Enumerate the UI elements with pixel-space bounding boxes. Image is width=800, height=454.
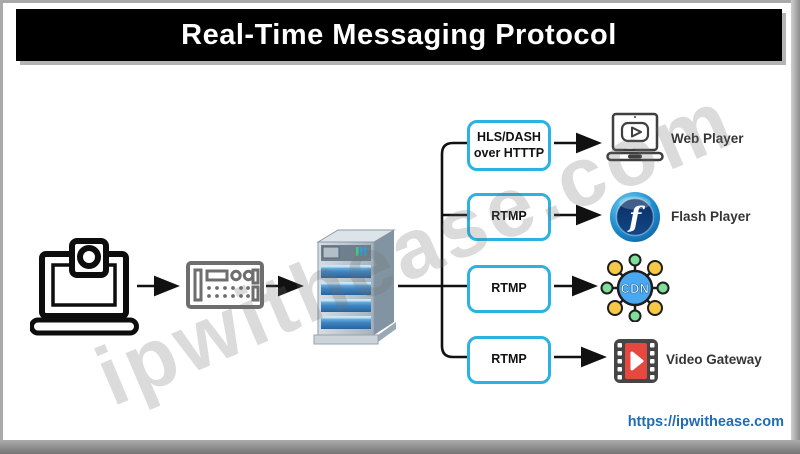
protocol-box-line1: RTMP [491,281,527,296]
footer-url: https://ipwithease.com [627,414,784,430]
protocol-box-rtmp-2: RTMP [467,265,551,313]
protocol-box-line2: over HTTTP [473,145,545,160]
frame-border-right [791,0,800,454]
web-player-icon [606,112,664,162]
protocol-box-rtmp-3: RTMP [467,336,551,384]
web-player-label: Web Player [671,131,744,146]
media-server-icon [313,229,396,345]
protocol-box-rtmp-1: RTMP [467,193,551,241]
frame-border-bottom [0,440,800,454]
flash-player-icon: f [610,192,660,242]
protocol-box-line1: HLS/DASH [477,129,541,144]
flash-player-label: Flash Player [671,209,751,224]
protocol-box-line1: RTMP [491,352,527,367]
frame-border-left [0,0,3,454]
video-gateway-label: Video Gateway [666,352,762,367]
title-bar: Real-Time Messaging Protocol [16,9,782,61]
laptop-webcam-icon [30,238,139,336]
cdn-icon: CDN [600,253,670,322]
video-gateway-icon [614,339,658,383]
encoder-icon [186,261,264,309]
frame-border-top [0,0,800,3]
cdn-hub-text: CDN [621,282,650,296]
branch-trunk [440,141,467,359]
page-title: Real-Time Messaging Protocol [181,18,617,51]
protocol-box-hls-dash: HLS/DASH over HTTTP [467,120,551,171]
protocol-box-line1: RTMP [491,209,527,224]
